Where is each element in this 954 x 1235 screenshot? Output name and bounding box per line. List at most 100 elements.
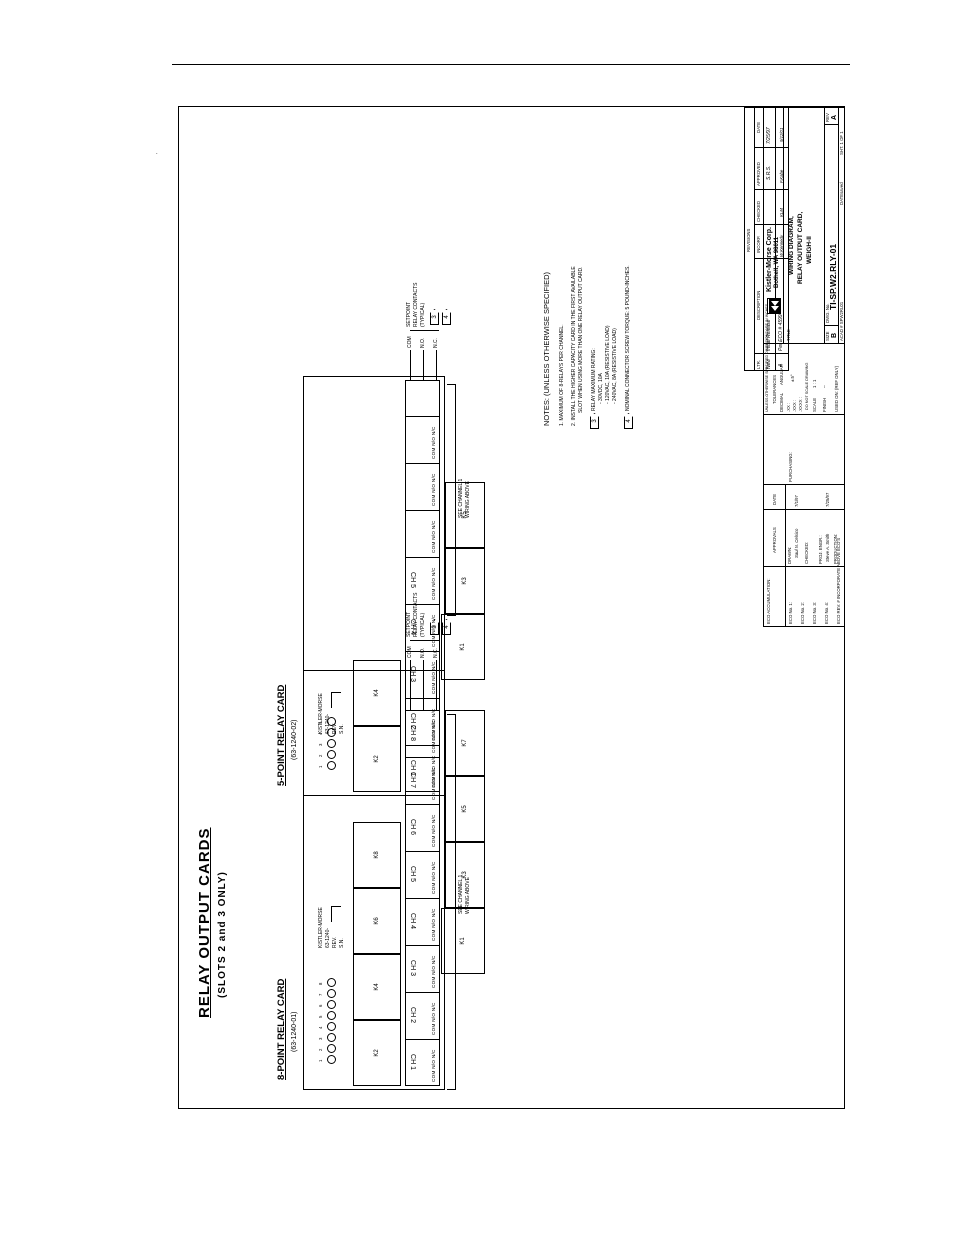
tb-size-vline (824, 325, 838, 326)
scale-label: SCALE (812, 397, 817, 412)
card5-note-tag-3: 3 (430, 309, 439, 325)
km-logo-icon (769, 299, 781, 313)
card8-pin-row-4: COM N/O N/C (431, 908, 436, 941)
note-3-tag: 3 (590, 413, 599, 429)
card8-relay-k7: K7 (445, 710, 485, 776)
do-not-scale: DO NOT SCALE DRAWING (805, 362, 809, 410)
card8-relay-k6: K6 (353, 888, 401, 954)
card5-ch-label-2: CH 2 (409, 713, 416, 729)
card8-pin-row-6: COM N/O N/C (431, 814, 436, 847)
card8-pin-row-5: COM N/O N/C (431, 861, 436, 894)
card5-ch-label-4: CH 4 (409, 619, 416, 635)
card8-led-1 (327, 1055, 336, 1064)
eco-row-1: ECO No. 1: (788, 602, 793, 624)
page-top-rule (172, 64, 850, 65)
card5-mfr-0: KISTLER-MORSE (318, 693, 324, 734)
card8-led-4 (327, 1022, 336, 1031)
card5-ch-label-3: CH 3 (409, 666, 416, 682)
tb-tol-vline (763, 414, 844, 415)
rev-h-desc: DESCRIPTION (756, 290, 761, 320)
tol-xx: .XX : (786, 402, 791, 412)
used-on: USED ON: (REF ONLY) (834, 366, 839, 412)
card5-pin-row-1: COM N/O N/C (431, 755, 436, 788)
card5-led-num-3: 3 (318, 743, 323, 746)
rev-value: A (831, 114, 838, 120)
card8-relay-k5: K5 (445, 776, 485, 842)
eco-row-2: ECO No. 2: (800, 602, 805, 624)
card8-led-num-5: 5 (318, 1015, 323, 1018)
card8-led-6 (327, 1000, 336, 1009)
card5-note-2: (TYPICAL) (420, 302, 426, 327)
card5-pin-row-4: COM N/O N/C (431, 614, 436, 647)
tb-appr-line (785, 485, 786, 567)
card5-pin-row-5: COM N/O N/C (431, 567, 436, 600)
company-logo (767, 298, 781, 314)
card5-ch-divider-5 (405, 557, 440, 558)
approvals-head: APPROVALS (772, 527, 777, 553)
card5-see-0: SEE CHANNEL 1 (458, 478, 464, 518)
card5-title: 5-POINT RELAY CARD (276, 684, 287, 786)
drawing-frame: RELAY OUTPUT CARDS (SLOTS 2 and 3 ONLY) … (178, 106, 845, 1109)
card5-led-num-2: 2 (318, 754, 323, 757)
card8-led-2 (327, 1044, 336, 1053)
card8-relay-k8: K8 (353, 822, 401, 888)
card5-note-1: RELAY CONTACTS (413, 282, 419, 327)
card5-part: (63-1240-02) (291, 719, 298, 760)
date-head: DATE (772, 493, 777, 505)
card5-note-0: SETPOINT (406, 301, 412, 327)
tb-eco-vline (763, 566, 844, 567)
date-saved: DATEsaved (839, 182, 844, 205)
tol-head: UNLESS OTHERWISE SPECIFIED DIMENSIONS AR… (765, 303, 769, 412)
card8-title: 8-POINT RELAY CARD (276, 978, 287, 1080)
drawn-label: DRAWN: (787, 546, 792, 564)
card8-see-1: WIRING ABOVE (465, 877, 471, 914)
card5-ch-label-1: CH 1 (409, 760, 416, 776)
note-4: NOMINAL CONNECTOR SCREW TORQUE: 5 POUND-… (625, 265, 631, 411)
card8-see-brace (455, 714, 456, 1090)
card5-led-1 (327, 761, 336, 770)
card8-see-brace-left (447, 1089, 455, 1090)
card5-ch-divider-6 (405, 510, 440, 511)
card5-no-label: N.O. (420, 337, 426, 348)
tb-company-line (783, 107, 784, 344)
finish-label: FINISH (822, 397, 827, 412)
card8-ch-divider-4 (405, 898, 440, 899)
eco-row-3: ECO No. 3: (812, 602, 817, 624)
card8-mfr-1: 63-1240- (325, 927, 331, 948)
card5-pin-row-6: COM N/O N/C (431, 520, 436, 553)
revisions-title: REVISIONS (746, 228, 751, 252)
card5-led-2 (327, 750, 336, 759)
eco-row-4: ECO No. 4: (824, 602, 829, 624)
card8-ch-label-4: CH 4 (409, 913, 416, 929)
company-name: Kistler-Morse Corp. (766, 227, 773, 292)
notes-heading: NOTES: (UNLESS OTHERWISE SPECIFIED) (542, 271, 551, 426)
card5-pin-row-3: COM N/O N/C (431, 661, 436, 694)
tol-xxx: .XXX : (792, 399, 797, 412)
card8-mfr-3: S.N. (339, 938, 345, 948)
proj-label: PROJ. ENGR.: (818, 535, 823, 564)
dwg-title-1: RELAY OUTPUT CARD, (797, 211, 804, 284)
card5-pin-row-7: COM N/O N/C (431, 473, 436, 506)
note-1: 1. MAXIMUM OF 8-RELAYS PER CHANNEL. (559, 324, 565, 426)
sheet-no: SHT. 1 OF 1 (839, 131, 844, 155)
drawing-title: RELAY OUTPUT CARDS (196, 827, 213, 1018)
scale-value: 1 : 1 (812, 379, 817, 388)
dwg-title-2: WEIGH-II (806, 236, 813, 264)
production-label: PRODUCTION: (833, 533, 838, 564)
card8-ch-divider-3 (405, 945, 440, 946)
card8-mfr-2: REV. (332, 936, 338, 948)
card8-led-num-4: 4 (318, 1026, 323, 1029)
card5-see-brace (455, 384, 456, 616)
card5-see-brace-left (447, 615, 455, 616)
card5-pin-row-2: COM N/O N/C (431, 708, 436, 741)
card8-led-num-1: 1 (318, 1059, 323, 1062)
card8-ch-divider-1 (405, 1039, 440, 1040)
card5-relay-k2: K2 (353, 726, 401, 792)
card5-mfr-3: S.N. (339, 724, 345, 734)
drawn-date: 7/1/97 (794, 495, 799, 507)
card8-see-0: SEE CHANNEL 1 (458, 874, 464, 914)
note-4-tag: 4 (624, 413, 633, 429)
card8-ch-label-1: CH 1 (409, 1054, 416, 1070)
card5-see-brace-right (447, 384, 455, 385)
note-3a: - 30VDC, 10A (598, 373, 604, 404)
